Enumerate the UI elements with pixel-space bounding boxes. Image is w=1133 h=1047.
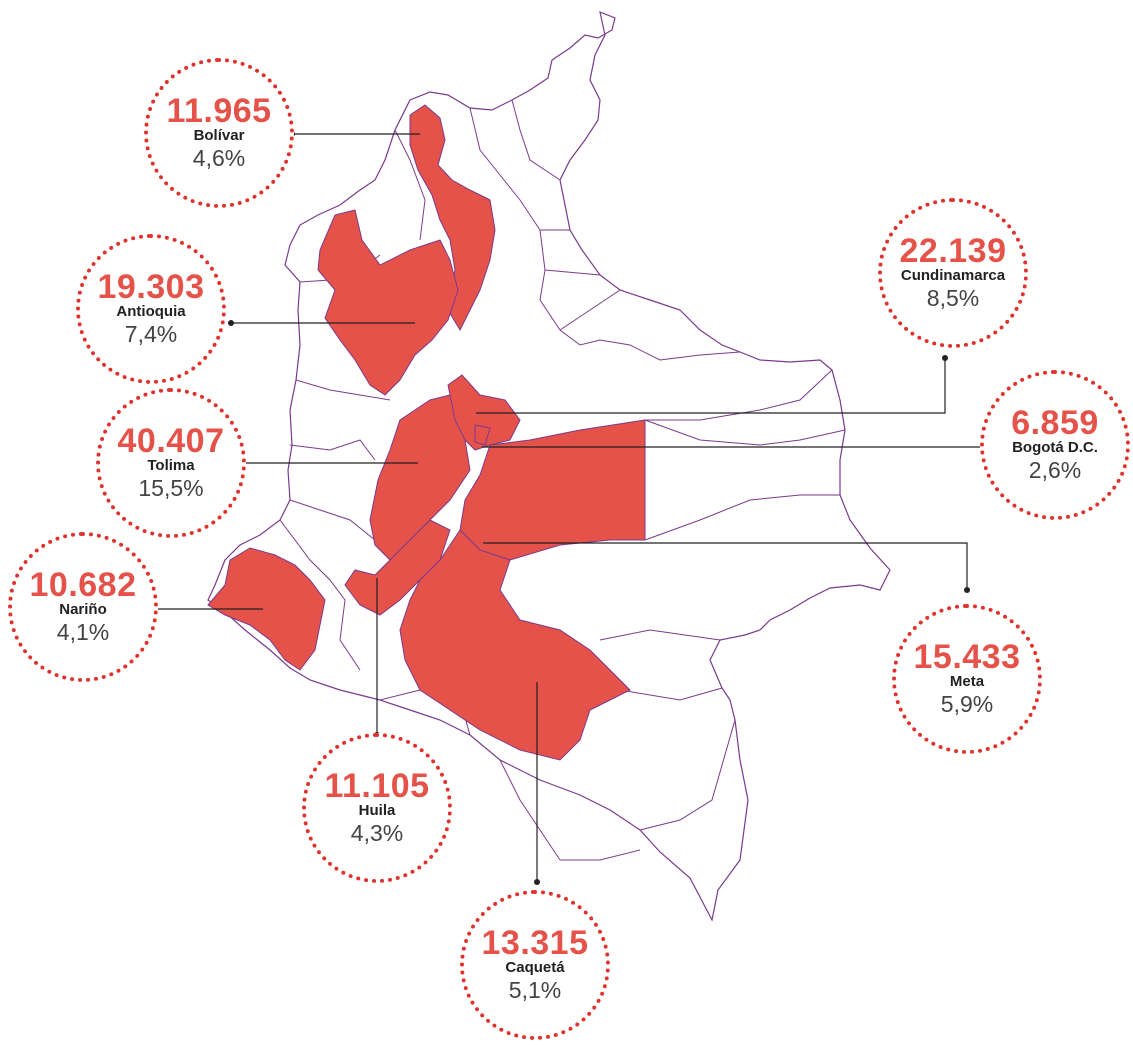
bubble-tolima: 40.407 Tolima 15,5% [96, 388, 246, 538]
meta-value: 15.433 [913, 638, 1021, 676]
region-huila [344, 519, 451, 616]
bolivar-value: 11.965 [166, 92, 272, 130]
tolima-pct: 15,5% [138, 475, 204, 501]
meta-pct: 5,9% [940, 691, 994, 717]
region-narino [207, 547, 326, 671]
cundinamarca-name: Cundinamarca [900, 267, 1006, 284]
caqueta-name: Caquetá [505, 959, 565, 976]
caqueta-value: 13.315 [481, 924, 589, 962]
meta-name: Meta [949, 673, 985, 690]
cundinamarca-pct: 8,5% [926, 285, 980, 311]
bogota-pct: 2,6% [1028, 457, 1082, 483]
bubble-cundinamarca: 22.139 Cundinamarca 8,5% [878, 198, 1028, 348]
bolivar-pct: 4,6% [192, 145, 246, 171]
region-bogota [474, 424, 491, 446]
bogota-value: 6.859 [1011, 404, 1099, 442]
bolivar-name: Bolívar [193, 127, 245, 144]
huila-name: Huila [358, 802, 396, 819]
leader-meta [483, 542, 968, 590]
antioquia-name: Antioquia [116, 303, 186, 320]
huila-value: 11.105 [324, 767, 430, 805]
region-meta [459, 419, 646, 561]
narino-name: Nariño [59, 601, 107, 618]
antioquia-value: 19.303 [97, 268, 205, 306]
bubble-bolivar: 11.965 Bolívar 4,6% [144, 58, 294, 208]
region-antioquia [317, 209, 459, 396]
bubble-huila: 11.105 Huila 4,3% [302, 733, 452, 883]
antioquia-pct: 7,4% [124, 321, 178, 347]
huila-pct: 4,3% [350, 820, 404, 846]
bubble-caqueta: 13.315 Caquetá 5,1% [460, 890, 610, 1040]
region-caqueta [399, 529, 631, 761]
caqueta-pct: 5,1% [508, 977, 562, 1003]
cundinamarca-value: 22.139 [899, 232, 1007, 270]
bubble-bogota: 6.859 Bogotá D.C. 2,6% [980, 370, 1130, 520]
bubble-narino: 10.682 Nariño 4,1% [8, 532, 158, 682]
bogota-name: Bogotá D.C. [1012, 439, 1098, 456]
bubble-antioquia: 19.303 Antioquia 7,4% [76, 234, 226, 384]
narino-pct: 4,1% [56, 619, 110, 645]
bubble-meta: 15.433 Meta 5,9% [892, 604, 1042, 754]
leader-cundinamarca [476, 358, 946, 414]
tolima-value: 40.407 [117, 422, 225, 460]
narino-value: 10.682 [29, 566, 137, 604]
tolima-name: Tolima [147, 457, 195, 474]
leader-lines [138, 133, 985, 882]
region-bolivar [409, 104, 496, 332]
